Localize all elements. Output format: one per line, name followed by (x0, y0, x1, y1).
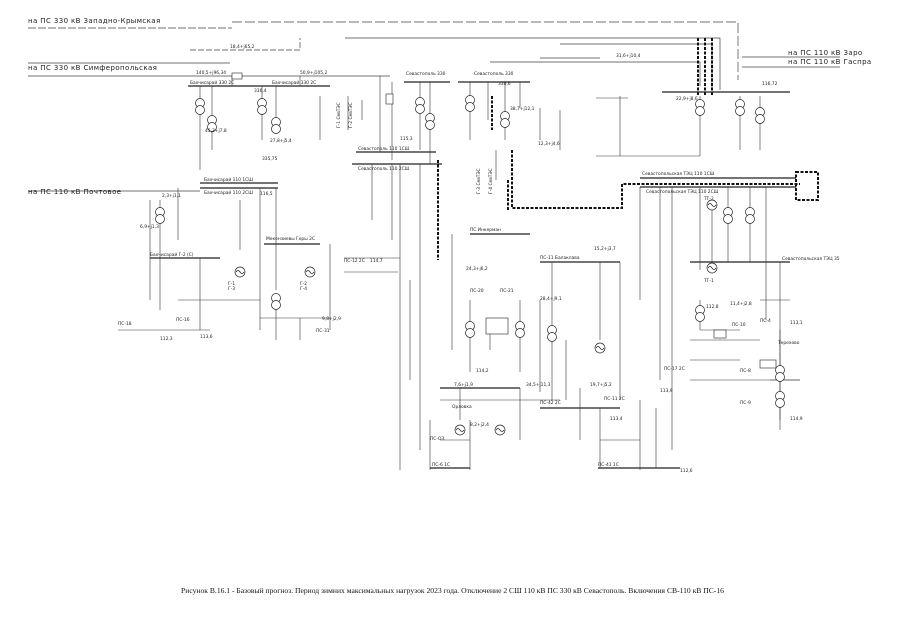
v-ps11: 113,4 (610, 416, 623, 422)
bus-bakh-110-2: Бахчисарай 110 2СШ (204, 189, 253, 196)
v-sev-330: 330,6 (498, 81, 511, 87)
gen-gt4: Г-4 СевТЭС (488, 168, 494, 194)
v-gaspra: 114,9 (790, 416, 803, 422)
label-simferopol: на ПС 330 кВ Симферопольская (28, 64, 157, 72)
flow-14: 22,9+j8,6 (676, 96, 698, 102)
v-ps12: 114,7 (370, 258, 383, 264)
flow-5: 45,3+j7,8 (205, 128, 227, 134)
bus-sev-tec-2: Севастопольская ТЭЦ 110 2СШ (646, 189, 719, 195)
highlighted-lines (437, 38, 819, 260)
v-ps41: 112,6 (680, 468, 693, 474)
bus-balaklava: ПС-11 Балаклава (540, 255, 580, 261)
ps-21: ПС-21 (500, 288, 514, 294)
bus-sev-tec-1: Севастопольская ТЭЦ 110 1СШ (642, 171, 715, 177)
gen-g1: Г-1 (228, 281, 235, 287)
ps-10: ПС-10 (732, 322, 746, 328)
bus-bakhch-330: Бахчисарай 330 2С (190, 79, 234, 86)
flow-1: 140,5+j96,34 (196, 70, 226, 76)
labels: на ПС 330 кВ Западно-Крымская на ПС 330 … (28, 17, 872, 474)
flow-19: 28,4+j9,1 (540, 296, 562, 302)
bus-sev-330-b: Севастополь 330 (474, 71, 514, 77)
ps-6: ПС-6 1С (432, 462, 450, 468)
ps-oz: ПС-ОЗ (430, 436, 444, 442)
v-ps18: 112,3 (160, 336, 173, 342)
gen-tg2: ТГ-2 (703, 196, 714, 202)
flow-3: 18,4+j65,2 (230, 44, 255, 50)
feeder-lines (118, 76, 800, 470)
v-ps10: 112,8 (706, 304, 719, 310)
ps-4: ПС-4 (760, 318, 771, 324)
flow-6: 27,8+j5,4 (270, 138, 292, 144)
flow-20: 8,2+j2,4 (470, 422, 489, 428)
label-gaspra: на ПС 110 кВ Гаспра (788, 58, 872, 66)
flow-4: 2,3+j1,1 (162, 193, 181, 199)
v-ps20: 114,2 (476, 368, 489, 374)
ps-9: ПС-9 (740, 400, 751, 406)
flow-7: 38,7+j12,1 (510, 106, 535, 112)
v-ps4: 113,1 (790, 320, 803, 326)
ps-31: ПС-31 (316, 328, 330, 334)
gen-g4: Г-4 (300, 286, 307, 292)
external-lines (28, 21, 840, 192)
bus-bakhch-330-b: Бахчисарай 330 2С (272, 79, 316, 86)
flow-16: 7,6+j1,9 (454, 382, 473, 388)
flow-11: 24,3+j6,2 (466, 266, 488, 272)
gen-tg1: ТГ-1 (703, 278, 714, 284)
flow-10: 9,8+j2,9 (322, 316, 341, 322)
bus-inkerman: ПС Инкерман (470, 227, 501, 233)
bus-sev-330: Севастополь 330 (406, 71, 446, 77)
flow-9: 6,9+j1,3 (140, 224, 159, 230)
orlovka: Орловка (452, 404, 472, 410)
transformers (155, 95, 785, 408)
flow-2: 50,9+j105,2 (300, 70, 327, 76)
figure-caption: Рисунок В.16.1 - Базовый прогноз. Период… (181, 586, 724, 595)
generators (234, 199, 718, 436)
flow-17: 34,5+j11,3 (526, 382, 551, 388)
flow-12: 31,6+j10,4 (616, 53, 641, 59)
ps-17: ПС-17 2С (664, 366, 685, 372)
gen-gt3: Г-3 СевТЭС (476, 168, 482, 194)
bus-mekenzievy: Мекензиевы Горы 2С (266, 236, 315, 242)
ps-41: ПС-41 1С (598, 462, 619, 468)
switches (231, 72, 777, 369)
ps-11: ПС-11 2С (604, 396, 625, 402)
gen-gt1: Г-1 СевТЭС (336, 102, 342, 128)
ps-20: ПС-20 (470, 288, 484, 294)
v-ps16: 113,6 (200, 334, 213, 340)
bus-bars (150, 81, 796, 469)
v-simf: 336,4 (254, 88, 267, 94)
gen-g3: Г-3 (228, 286, 235, 292)
label-pochtovoe: на ПС 110 кВ Почтовое (28, 188, 121, 196)
gen-gt2: Г-2 СевТЭС (348, 102, 354, 128)
gen-g2: Г-2 (300, 281, 307, 287)
v-tec-110: 116,72 (762, 81, 778, 87)
ps-18: ПС-18 (118, 321, 132, 327)
flow-13: 15,2+j3,7 (594, 246, 616, 252)
label-west-crimea: на ПС 330 кВ Западно-Крымская (28, 17, 161, 25)
terekhovo: Терехово (777, 340, 800, 346)
flow-8: 12,3+j4,6 (538, 141, 560, 147)
ps-12: ПС-12 2С (344, 258, 365, 264)
ps-16: ПС-16 (176, 317, 190, 323)
bus-sev-110-1: Севастополь 110 1СШ (358, 146, 410, 152)
v-ps17: 113,9 (660, 388, 673, 394)
ps-42: ПС-42 2С (540, 400, 561, 406)
ps-8: ПС-8 (740, 368, 751, 374)
v-bakh-110: 116,5 (260, 191, 273, 197)
flow-18: 19,7+j5,2 (590, 382, 612, 388)
bus-sev-tes: Севастопольская ТЭЦ 35 (782, 256, 840, 262)
bus-bakh-g2: Бахчисарай Г-2 (С) (150, 251, 194, 258)
bus-sev-110-2: Севастополь 110 2СШ (358, 166, 410, 172)
flow-15: 11,4+j2,8 (730, 301, 752, 307)
bus-bakh-110-1: Бахчисарай 110 1СШ (204, 176, 253, 183)
v-sev-110: 115,3 (400, 136, 413, 142)
label-zaro: на ПС 110 кВ Заро (788, 49, 863, 57)
v-bakhch-330: 335,75 (262, 156, 278, 162)
